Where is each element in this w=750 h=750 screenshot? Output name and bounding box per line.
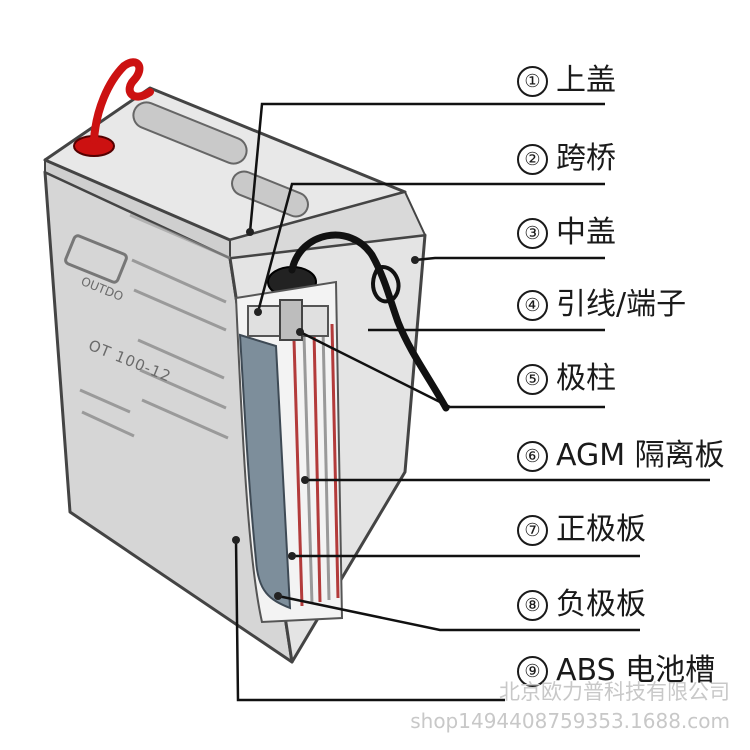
label-number: ⑨ (517, 656, 548, 687)
label-text: AGM 隔离板 (556, 438, 725, 473)
leader-dot-9 (232, 536, 240, 544)
label-3: ③ 中盖 (517, 218, 616, 249)
leader-dots (232, 228, 419, 600)
label-9: ⑨ ABS 电池槽 (517, 656, 715, 687)
print-lines (79, 213, 231, 440)
lid-right (229, 190, 427, 260)
black-lead (288, 231, 450, 412)
label-text: ABS 电池槽 (556, 653, 716, 688)
watermark-shop: shop1494408759353.1688.com (410, 709, 730, 733)
leader-dot-2 (254, 308, 262, 316)
leader-line-2 (256, 182, 605, 313)
label-number: ⑥ (517, 441, 548, 472)
pole (279, 299, 303, 341)
label-1: ① 上盖 (517, 66, 616, 97)
label-number: ④ (517, 290, 548, 321)
label-text: 正极板 (556, 512, 646, 547)
label-number: ① (517, 66, 548, 97)
leader-line-1 (248, 102, 605, 233)
label-5: ⑤ 极柱 (517, 364, 616, 395)
label-text: 负极板 (556, 587, 646, 622)
label-number: ⑦ (517, 515, 548, 546)
logo-mark (64, 234, 128, 284)
red-lead (90, 58, 154, 144)
label-number: ⑧ (517, 590, 548, 621)
label-number: ③ (517, 218, 548, 249)
label-text: 引线/端子 (556, 287, 687, 322)
leader-line-3 (414, 256, 605, 262)
label-4: ④ 引线/端子 (517, 290, 686, 321)
label-text: 上盖 (556, 63, 616, 98)
label-text: 极柱 (556, 361, 616, 396)
label-text: 跨桥 (556, 141, 616, 176)
lid-slot-1 (132, 101, 248, 165)
watermark-company: 北京欧力普科技有限公司 (499, 680, 730, 704)
leader-line-9 (234, 539, 505, 702)
leader-dot-1 (246, 228, 254, 236)
lead-coil (371, 265, 401, 304)
leader-dot-5 (296, 328, 304, 336)
leader-dot-8 (274, 592, 282, 600)
leader-dot-7 (288, 552, 296, 560)
leader-line-5 (299, 330, 605, 409)
leader-dot-3 (411, 256, 419, 264)
label-number: ⑤ (517, 364, 548, 395)
label-7: ⑦ 正极板 (517, 515, 646, 546)
label-6: ⑥ AGM 隔离板 (517, 441, 725, 472)
label-2: ② 跨桥 (517, 144, 616, 175)
leader-dot-6 (301, 476, 309, 484)
label-number: ② (517, 144, 548, 175)
leader-line-8 (277, 594, 640, 632)
label-text: 中盖 (556, 215, 616, 250)
lid-slot-2 (231, 170, 309, 218)
leader-lines (234, 102, 710, 702)
negative-plate (238, 333, 292, 610)
label-8: ⑧ 负极板 (517, 590, 646, 621)
